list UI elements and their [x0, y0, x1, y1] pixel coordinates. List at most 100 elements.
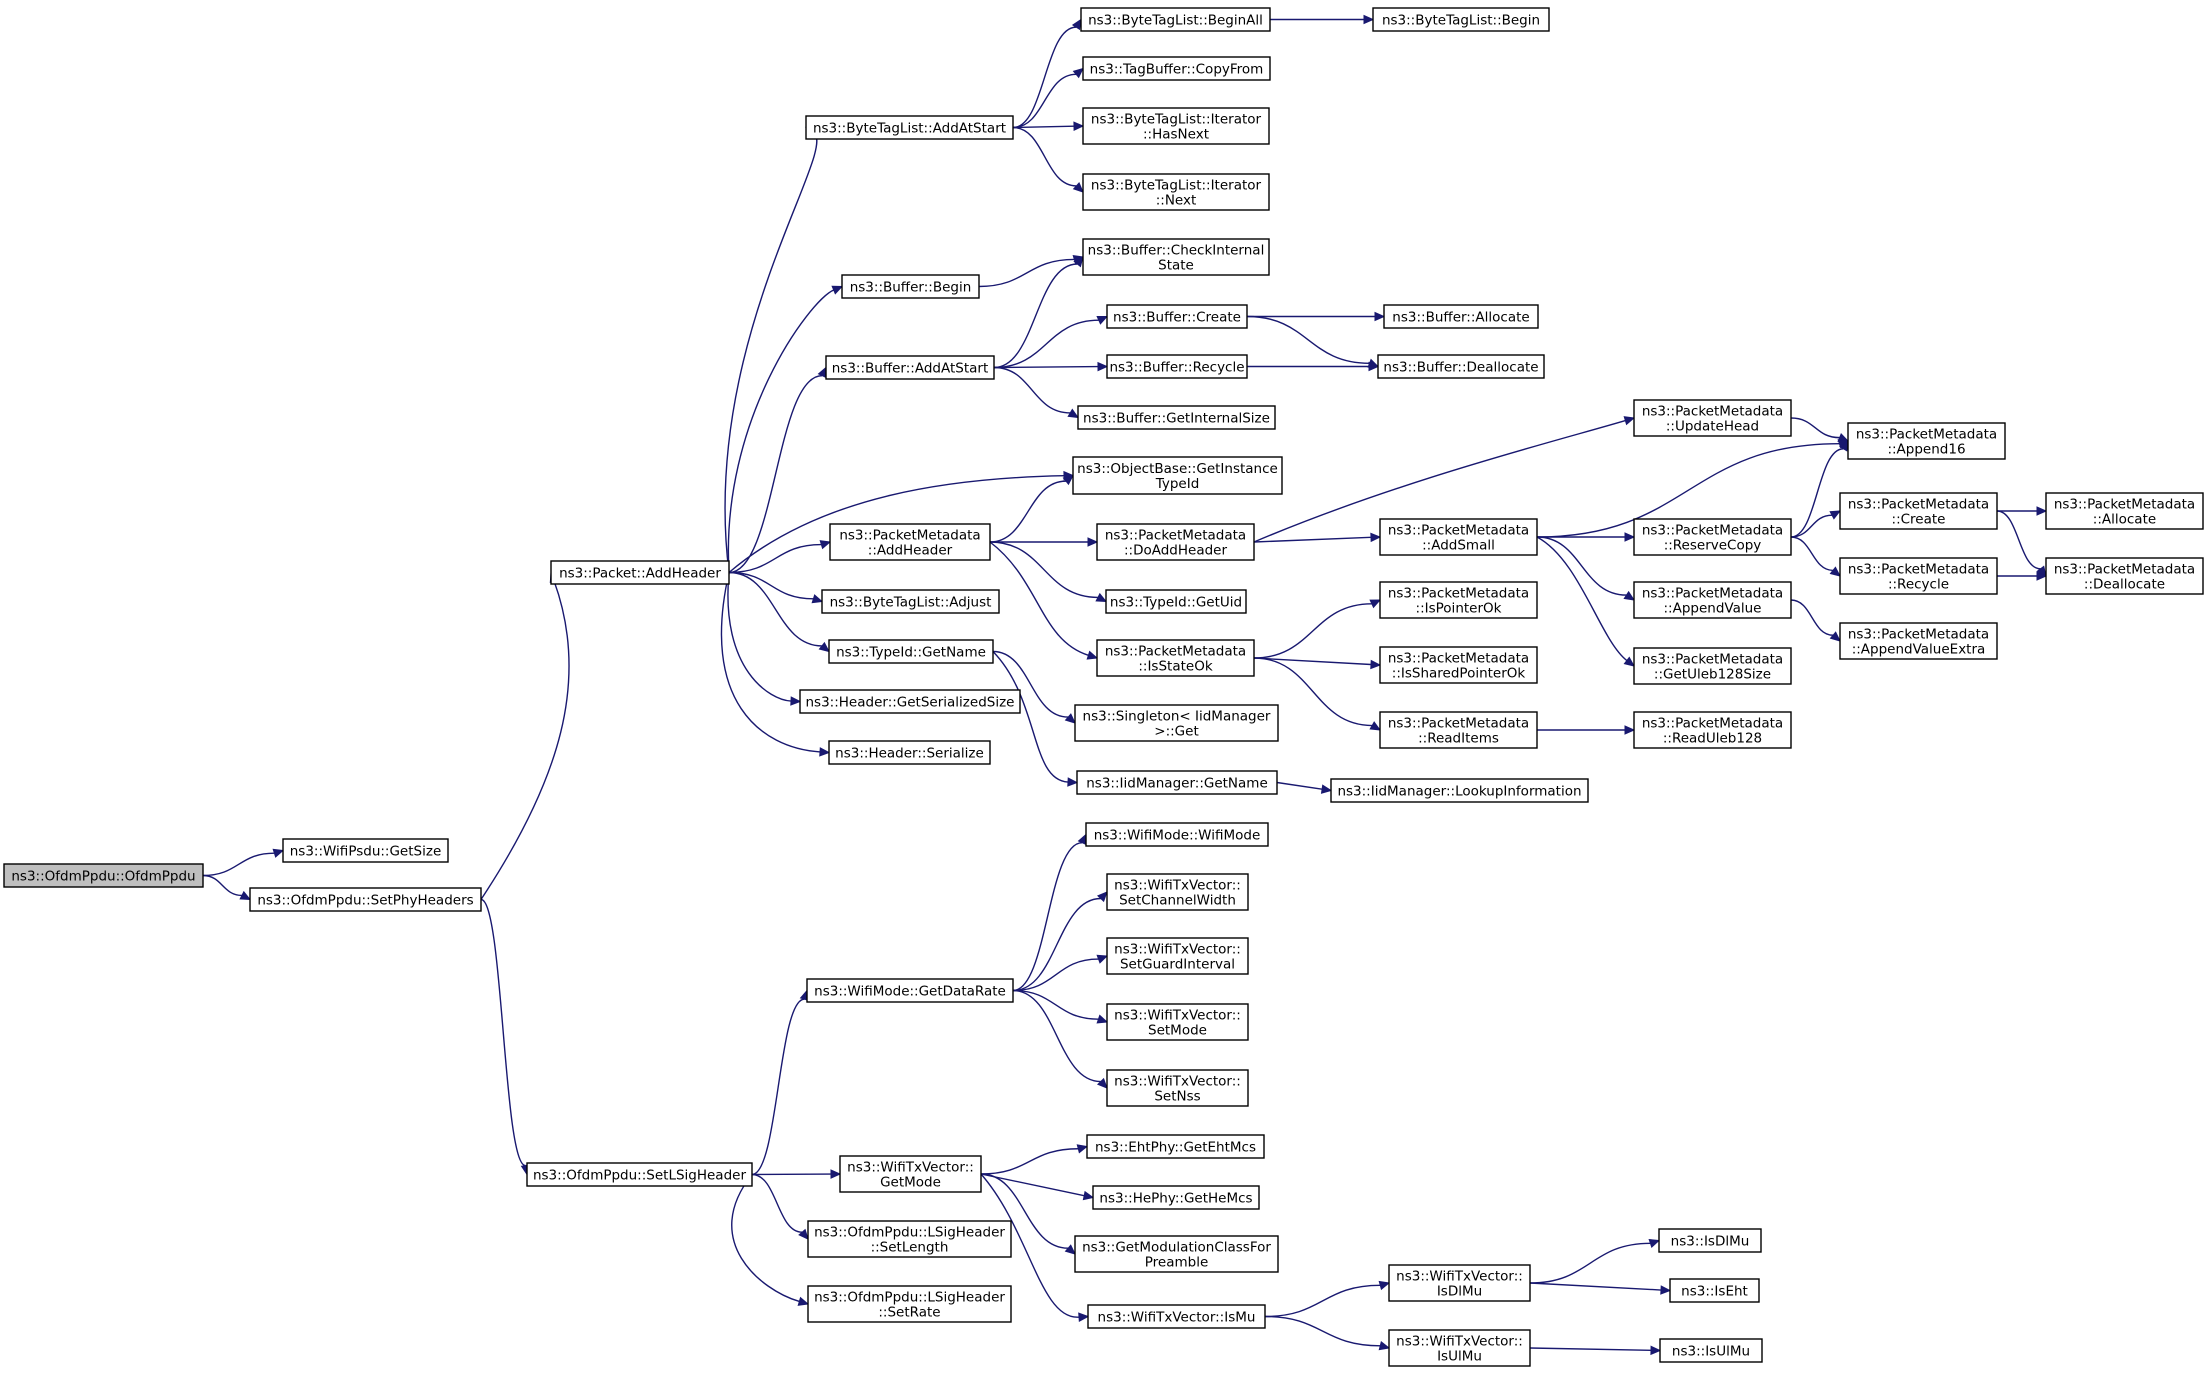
node-label: ns3::PacketMetadata [1105, 528, 1246, 544]
node-buffer-addatstart[interactable]: ns3::Buffer::AddAtStart [825, 355, 995, 380]
call-edge [724, 126, 818, 573]
node-pm-isstateok[interactable]: ns3::PacketMetadata::IsStateOk [1096, 639, 1255, 677]
node-btl-addatstart[interactable]: ns3::ByteTagList::AddAtStart [805, 115, 1014, 140]
node-ehtphy-getehtmcs[interactable]: ns3::EhtPhy::GetEhtMcs [1086, 1134, 1265, 1159]
call-edge [480, 898, 531, 1176]
edge-line [1790, 536, 1834, 572]
node-pm-ispointerok[interactable]: ns3::PacketMetadata::IsPointerOk [1379, 581, 1538, 619]
node-buffer-allocate[interactable]: ns3::Buffer::Allocate [1383, 304, 1539, 329]
node-txv-setchannelwidth[interactable]: ns3::WifiTxVector::SetChannelWidth [1106, 873, 1249, 911]
call-edge [1529, 1345, 1662, 1356]
node-psdu-getsize[interactable]: ns3::WifiPsdu::GetSize [282, 838, 449, 863]
edge-arrowhead [1067, 408, 1080, 419]
node-pm-addsmall[interactable]: ns3::PacketMetadata::AddSmall [1379, 518, 1538, 556]
node-iidmanager-lookupinformation[interactable]: ns3::IidManager::LookupInformation [1330, 778, 1589, 803]
node-label: ::SetRate [878, 1305, 940, 1321]
node-ofdm-ctor[interactable]: ns3::OfdmPpdu::OfdmPpdu [3, 863, 204, 888]
node-setlsigheader[interactable]: ns3::OfdmPpdu::SetLSigHeader [526, 1162, 753, 1187]
node-isdlmu[interactable]: ns3::IsDlMu [1658, 1228, 1762, 1253]
edge-line [992, 651, 1069, 783]
node-pm-allocate[interactable]: ns3::PacketMetadata::Allocate [2045, 492, 2204, 530]
node-box [1377, 354, 1545, 379]
node-pm-readuleb128[interactable]: ns3::PacketMetadata::ReadUleb128 [1633, 711, 1792, 749]
node-btl-iter-hasnext[interactable]: ns3::ByteTagList::Iterator::HasNext [1082, 107, 1270, 145]
node-pm-updatehead[interactable]: ns3::PacketMetadata::UpdateHead [1633, 399, 1792, 437]
edge-line [1253, 419, 1626, 543]
node-label: ::Allocate [2093, 512, 2156, 528]
node-buffer-recycle[interactable]: ns3::Buffer::Recycle [1106, 354, 1248, 379]
edge-line [1536, 442, 1840, 538]
node-label: ::Create [1892, 512, 1946, 528]
node-singleton-get[interactable]: ns3::Singleton< IidManager >::Get [1074, 704, 1279, 742]
node-buffer-begin[interactable]: ns3::Buffer::Begin [841, 274, 980, 299]
node-header-getserializedsize[interactable]: ns3::Header::GetSerializedSize [799, 689, 1021, 714]
node-buffer-create[interactable]: ns3::Buffer::Create [1106, 304, 1248, 329]
node-box [1106, 1069, 1249, 1107]
node-pm-create[interactable]: ns3::PacketMetadata::Create [1839, 492, 1998, 530]
node-pm-deallocate[interactable]: ns3::PacketMetadata::Deallocate [2045, 557, 2204, 595]
node-box [807, 1220, 1012, 1258]
call-edge [993, 361, 1109, 372]
node-btl-iter-next[interactable]: ns3::ByteTagList::Iterator::Next [1082, 173, 1270, 211]
node-pm-reservecopy[interactable]: ns3::PacketMetadata::ReserveCopy [1633, 518, 1792, 556]
node-box [1096, 523, 1255, 561]
node-setphyheaders[interactable]: ns3::OfdmPpdu::SetPhyHeaders [249, 887, 482, 912]
node-pm-appendvalueextra[interactable]: ns3::PacketMetadata::AppendValueExtra [1839, 622, 1998, 660]
node-pm-doaddheader[interactable]: ns3::PacketMetadata::DoAddHeader [1096, 523, 1255, 561]
node-txv-ismu[interactable]: ns3::WifiTxVector::IsMu [1087, 1304, 1266, 1329]
node-wifimode-getdatarate[interactable]: ns3::WifiMode::GetDataRate [806, 978, 1014, 1003]
node-lsig-setrate[interactable]: ns3::OfdmPpdu::LSigHeader::SetRate [807, 1285, 1012, 1323]
edge-line [1264, 1315, 1381, 1347]
node-btl-adjust[interactable]: ns3::ByteTagList::Adjust [821, 589, 1000, 614]
call-edge [720, 572, 831, 757]
node-box [1106, 354, 1248, 379]
node-txv-setguardinterval[interactable]: ns3::WifiTxVector::SetGuardInterval [1106, 937, 1249, 975]
call-edge [1253, 599, 1382, 659]
node-pm-recycle[interactable]: ns3::PacketMetadata::Recycle [1839, 557, 1998, 595]
node-pm-readitems[interactable]: ns3::PacketMetadata::ReadItems [1379, 711, 1538, 749]
edge-line [1253, 657, 1372, 666]
node-label: TypeId [1155, 476, 1200, 492]
node-tagbuffer-copyfrom[interactable]: ns3::TagBuffer::CopyFrom [1082, 56, 1271, 81]
node-wifimode-wifimode[interactable]: ns3::WifiMode::WifiMode [1085, 822, 1269, 847]
edge-line [728, 571, 822, 647]
node-txv-setmode[interactable]: ns3::WifiTxVector::SetMode [1106, 1003, 1249, 1041]
node-label: ns3::ByteTagList::AddAtStart [813, 121, 1006, 137]
node-pm-getuleb128size[interactable]: ns3::PacketMetadata::GetUleb128Size [1633, 647, 1792, 685]
node-typeid-getname[interactable]: ns3::TypeId::GetName [828, 639, 994, 664]
node-iidmanager-getname[interactable]: ns3::IidManager::GetName [1076, 770, 1278, 795]
call-edge [989, 474, 1074, 543]
node-pm-issharedpointerok[interactable]: ns3::PacketMetadata::IsSharedPointerOk [1379, 646, 1538, 684]
node-txv-setnss[interactable]: ns3::WifiTxVector::SetNss [1106, 1069, 1249, 1107]
node-header-serialize[interactable]: ns3::Header::Serialize [828, 740, 991, 765]
node-hephy-gethemcs[interactable]: ns3::HePhy::GetHeMcs [1092, 1185, 1260, 1210]
node-pm-append16[interactable]: ns3::PacketMetadata::Append16 [1847, 422, 2006, 460]
edge-arrowhead [797, 1296, 810, 1306]
node-label: ns3::OfdmPpdu::LSigHeader [814, 1290, 1005, 1306]
call-edge [1276, 781, 1333, 794]
node-box [1659, 1338, 1763, 1363]
node-label: ns3::Buffer::Deallocate [1383, 360, 1538, 376]
edge-line [727, 289, 834, 573]
call-edge [728, 366, 827, 574]
node-label: ns3::Buffer::Begin [850, 280, 972, 296]
node-iseht[interactable]: ns3::IsEht [1669, 1278, 1760, 1303]
node-txv-isdlmu[interactable]: ns3::WifiTxVector::IsDlMu [1388, 1264, 1531, 1302]
node-txv-getmode[interactable]: ns3::WifiTxVector::GetMode [839, 1155, 982, 1193]
node-pm-addheader[interactable]: ns3::PacketMetadata::AddHeader [829, 523, 991, 561]
node-btl-beginall[interactable]: ns3::ByteTagList::BeginAll [1080, 7, 1271, 32]
node-buffer-getinternalsize[interactable]: ns3::Buffer::GetInternalSize [1077, 405, 1276, 430]
node-pm-appendvalue[interactable]: ns3::PacketMetadata::AppendValue [1633, 581, 1792, 619]
node-isulmu[interactable]: ns3::IsUlMu [1659, 1338, 1763, 1363]
node-lsig-setlength[interactable]: ns3::OfdmPpdu::LSigHeader::SetLength [807, 1220, 1012, 1258]
node-typeid-getuid[interactable]: ns3::TypeId::GetUid [1105, 589, 1247, 614]
edge-arrowhead [1067, 777, 1079, 787]
node-txv-isulmu[interactable]: ns3::WifiTxVector::IsUlMu [1388, 1329, 1531, 1367]
node-label: ns3::WifiTxVector:: [1114, 878, 1241, 894]
node-btl-begin[interactable]: ns3::ByteTagList::Begin [1372, 7, 1550, 32]
node-packet-addheader[interactable]: ns3::Packet::AddHeader [550, 560, 730, 585]
node-buffer-deallocate[interactable]: ns3::Buffer::Deallocate [1377, 354, 1545, 379]
